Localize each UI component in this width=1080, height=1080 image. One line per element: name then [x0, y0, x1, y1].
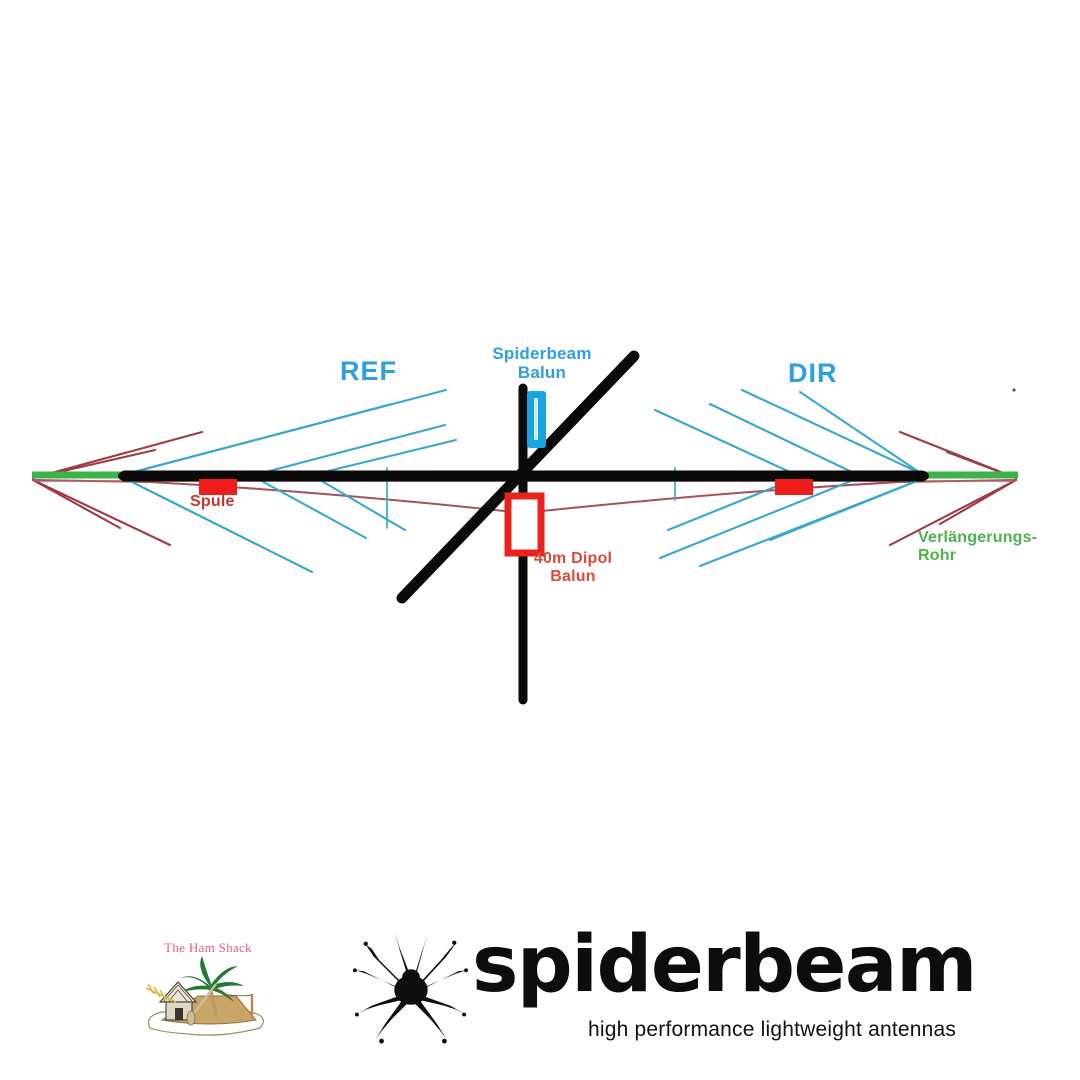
dir-wire-up-2 [798, 390, 924, 476]
coil-box-dir [775, 479, 813, 495]
dir-wire-up-3 [708, 402, 858, 476]
ref-wire-down-2 [124, 477, 260, 547]
label-spiderbeam-balun: Spiderbeam Balun [492, 344, 592, 383]
dipole-wire-left-up [31, 430, 204, 480]
label-spule: Spule [190, 493, 235, 510]
spiderbeam-balun-box [527, 391, 546, 448]
label-verlaengerungs-rohr: Verlängerungs- Rohr [918, 529, 1038, 564]
dir-wire-up-1 [740, 388, 924, 476]
spiderbeam-logo: spiderbeam high performance lightweight … [352, 926, 977, 1045]
dipole-wire-left-down-far [31, 478, 122, 530]
hamshack-title: The Ham Shack [164, 940, 252, 955]
label-40m-dipol-balun: 40m Dipol Balun [533, 550, 613, 585]
ref-wire-down-4 [318, 478, 407, 532]
spiderbeam-balun-highlight [534, 398, 538, 440]
spiderbeam-wires-group [124, 388, 924, 574]
ref-wire-up-2 [124, 402, 394, 476]
dir-wire-down-4 [666, 478, 794, 532]
dipole-wire-right-down-far [938, 478, 1018, 526]
dir-wire-down-3 [658, 477, 858, 560]
label-director: DIR [788, 358, 838, 388]
dipole-wire-right-down [888, 478, 1018, 547]
dipole-element-right [522, 479, 1017, 514]
spiderbeam-tagline: high performance lightweight antennas [588, 1018, 957, 1041]
spider-icon [352, 932, 469, 1044]
dipole-balun-box [504, 492, 545, 557]
ref-wire-up-3 [256, 423, 447, 476]
ref-wire-down-3 [256, 477, 368, 540]
hamshack-logo: The Ham Shack [132, 932, 282, 1047]
spiderbeam-wordmark: spiderbeam [472, 920, 977, 1010]
stray-dot [1012, 388, 1016, 392]
dir-wire-up-4 [653, 408, 794, 475]
boom-diagonal [396, 350, 640, 604]
dipole-element-left [32, 479, 524, 514]
island-hut-palm-icon [145, 956, 264, 1036]
coil-box-ref [199, 479, 237, 495]
label-reflector: REF [340, 356, 397, 386]
dipole-balun-outline [504, 492, 545, 557]
dipole-wire-left-down [31, 478, 172, 547]
dir-wire-down-2 [768, 477, 924, 542]
ref-wire-up-4 [318, 438, 458, 475]
